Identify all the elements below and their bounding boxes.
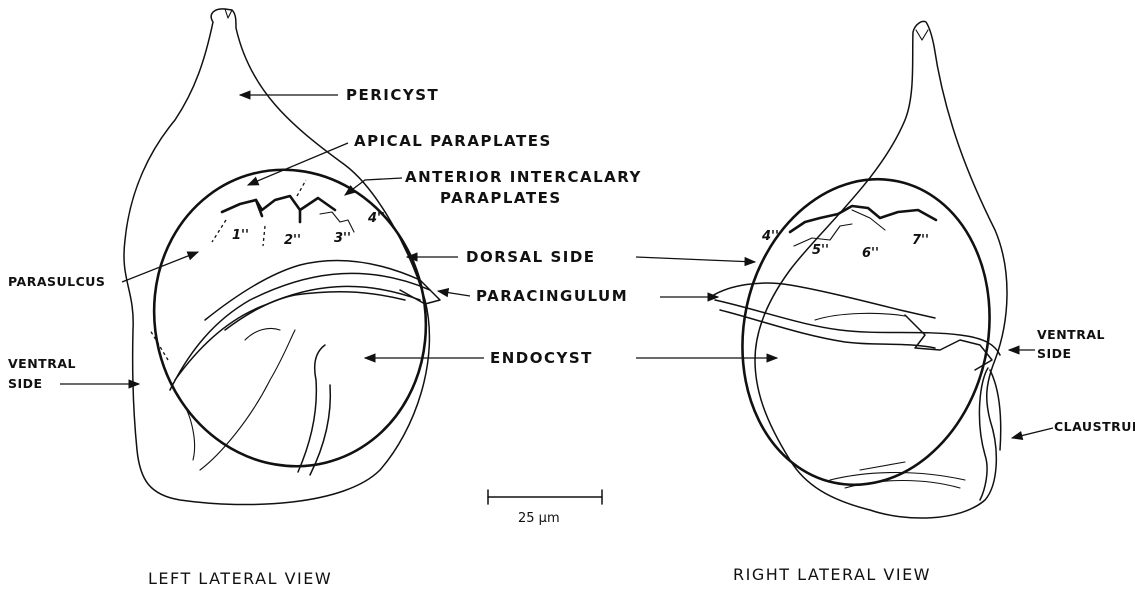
scale-bar: 25 µm bbox=[488, 490, 602, 526]
claustrum-pointer bbox=[1012, 428, 1053, 438]
apical-paraplates-label: APICAL PARAPLATES bbox=[354, 132, 552, 150]
right-pericyst-outline bbox=[755, 21, 1007, 518]
left-view-title: LEFT LATERAL VIEW bbox=[148, 569, 332, 588]
left-cyst-drawing bbox=[123, 9, 457, 505]
plate-number-5: 5'' bbox=[812, 243, 829, 258]
plate-number-3: 3'' bbox=[334, 231, 351, 246]
ventral-side-right-label-1: VENTRAL bbox=[1037, 327, 1105, 342]
paracingulum-label: PARACINGULUM bbox=[476, 287, 628, 305]
anterior-intercalary-label-2: PARAPLATES bbox=[440, 189, 562, 207]
plate-number-4: 4'' bbox=[367, 211, 385, 226]
endocyst-label: ENDOCYST bbox=[490, 349, 593, 367]
right-archeopyle-paraplates bbox=[790, 206, 936, 232]
parasulcus-label: PARASULCUS bbox=[8, 274, 105, 289]
anterior-intercalary-pointer bbox=[345, 178, 402, 195]
parasulcus-pointer bbox=[122, 252, 198, 282]
right-view-title: RIGHT LATERAL VIEW bbox=[733, 565, 931, 584]
plate-number-7: 7'' bbox=[912, 233, 929, 248]
scale-bar-label: 25 µm bbox=[518, 511, 560, 526]
dorsal-side-pointer-right bbox=[636, 257, 755, 262]
pericyst-label: PERICYST bbox=[346, 86, 439, 104]
claustrum-label: CLAUSTRUM bbox=[1054, 419, 1135, 434]
ventral-side-left-label-2: SIDE bbox=[8, 376, 43, 391]
anterior-intercalary-label-1: ANTERIOR INTERCALARY bbox=[405, 168, 642, 186]
paracingulum-pointer-left bbox=[438, 291, 470, 296]
plate-number-2: 2'' bbox=[284, 233, 301, 248]
left-endocyst-outline bbox=[123, 141, 457, 495]
plate-number-4-right: 4'' bbox=[761, 229, 779, 244]
plate-number-1: 1'' bbox=[232, 228, 249, 243]
dorsal-side-label: DORSAL SIDE bbox=[466, 248, 596, 266]
left-archeopyle-paraplates bbox=[222, 196, 335, 212]
plate-number-6: 6'' bbox=[862, 246, 879, 261]
ventral-side-left-label-1: VENTRAL bbox=[8, 356, 76, 371]
right-paracingulum-band bbox=[715, 300, 1000, 355]
right-cyst-drawing bbox=[712, 21, 1017, 518]
ventral-side-right-label-2: SIDE bbox=[1037, 346, 1072, 361]
